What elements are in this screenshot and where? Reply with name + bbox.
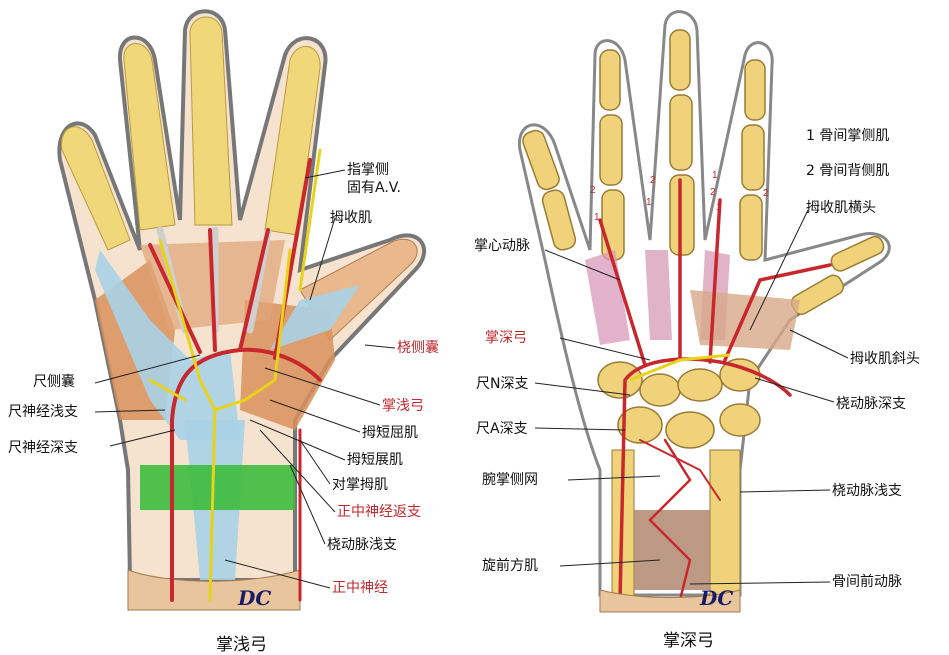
label-deep-palmar-arch: 掌深弓 (485, 330, 527, 346)
right-radius (709, 449, 741, 601)
label-adductor-pollicis: 拇收肌 (330, 210, 372, 226)
finger-number: 2 (590, 185, 596, 196)
finger-number: 1 (716, 202, 722, 213)
label-median-nerve: 正中神经 (332, 580, 388, 596)
label-palmar-carpal-network: 腕掌侧网 (482, 472, 538, 488)
label-radial-artery-superficial: 桡动脉浅支 (327, 537, 397, 553)
label-palmar-interossei: 1 骨间掌侧肌 (806, 128, 890, 144)
left-arteries (148, 158, 322, 602)
label-digital-vessels-line1: 指掌侧 (347, 162, 389, 178)
right-carpal-bones (597, 358, 761, 449)
label-abductor-pollicis-brevis: 拇短展肌 (347, 452, 403, 468)
finger-number: 1 (646, 197, 652, 208)
label-opponens-pollicis: 对掌拇肌 (332, 477, 388, 493)
label-anterior-interosseous-artery: 骨间前动脉 (832, 574, 902, 590)
label-radial-bursa: 桡侧囊 (397, 340, 439, 356)
right-forearm-skin-edge (599, 589, 741, 613)
left-index-finger (61, 126, 131, 251)
label-superficial-palmar-arch: 掌浅弓 (382, 398, 424, 414)
finger-number: 2 (650, 175, 656, 186)
finger-number: 1 (712, 170, 718, 181)
finger-number: 1 (594, 212, 600, 223)
left-middle-finger (123, 43, 176, 231)
label-dorsal-interossei: 2 骨间背侧肌 (806, 163, 890, 179)
left-figure-caption: 掌浅弓 (216, 635, 267, 655)
label-ulnar-nerve-superficial: 尺神经浅支 (8, 404, 78, 420)
label-digital-vessels-line2: 固有A.V. (347, 180, 402, 196)
label-adductor-oblique-head: 拇收肌斜头 (850, 351, 920, 367)
left-hand-illustration (57, 9, 427, 611)
label-median-nerve-recurrent-branch: 正中神经返支 (337, 504, 421, 520)
left-nerves (148, 148, 322, 602)
right-figure-signature: DC (700, 586, 734, 610)
label-ulnar-artery-deep: 尺A深支 (476, 421, 528, 437)
left-ring-finger (189, 16, 233, 226)
right-ulnar-nerve-deep (629, 353, 731, 382)
label-ulnar-bursa: 尺侧囊 (33, 374, 75, 390)
right-pronator-quadratus (634, 510, 710, 590)
right-hand-illustration (517, 10, 891, 613)
label-radial-artery-superficial-right: 桡动脉浅支 (832, 483, 902, 499)
leader-lines (94, 169, 849, 589)
label-ulnar-nerve-deep: 尺神经深支 (8, 440, 78, 456)
label-ulnar-nerve-deep-branch: 尺N深支 (476, 376, 529, 392)
label-radial-artery-deep: 桡动脉深支 (836, 396, 906, 412)
label-palmar-metacarpal-arteries: 掌心动脉 (474, 238, 530, 254)
left-figure-signature: DC (238, 586, 272, 610)
left-radial-bursa (270, 285, 360, 350)
finger-number: 2 (710, 187, 716, 198)
label-flexor-pollicis-brevis: 拇短屈肌 (362, 425, 418, 441)
finger-number: 2 (763, 188, 769, 199)
right-figure-caption: 掌深弓 (663, 631, 714, 651)
right-arteries (598, 178, 832, 602)
left-flexor-retinaculum (140, 465, 295, 510)
label-adductor-transverse-head: 拇收肌横头 (806, 200, 876, 216)
right-adductor-pollicis (690, 290, 800, 350)
label-pronator-quadratus: 旋前方肌 (482, 558, 538, 574)
finger-number-labels: 2 1 2 1 1 2 1 2 (590, 170, 769, 223)
left-ulnar-bursa (95, 250, 240, 440)
